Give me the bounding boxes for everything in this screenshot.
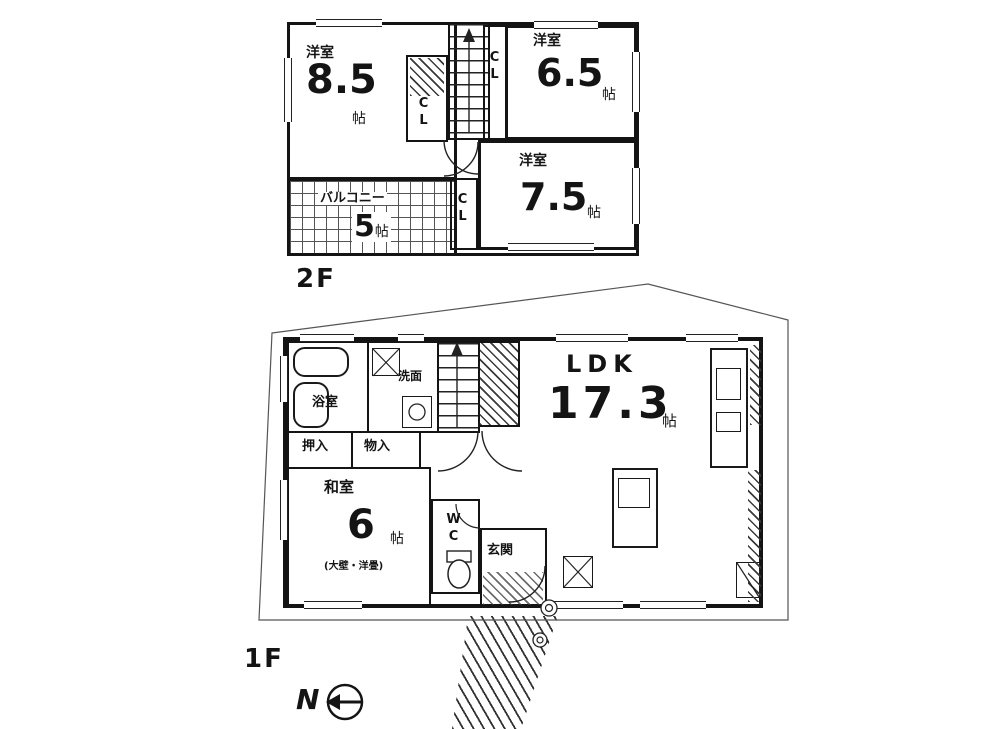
stairwell-hatch-2f: [410, 58, 444, 96]
room-size: 6.5: [536, 51, 604, 95]
closet-label: CL: [455, 192, 470, 226]
balcony-size-unit: 帖: [374, 224, 389, 240]
compass-arrow-head: [326, 694, 340, 710]
sliding-door: [640, 601, 706, 609]
stairs-1f: [437, 341, 480, 433]
balcony-size: 5帖: [352, 212, 391, 242]
stairwell-hatch-1f: [478, 341, 520, 427]
kitchen-counter: [710, 348, 748, 468]
japanese-room-unit: 帖: [390, 531, 404, 547]
japanese-room-name: 和室: [324, 478, 355, 496]
wall-hatch-strip: [748, 470, 761, 602]
storage-label: 物入: [364, 439, 391, 454]
oshiire-label: 押入: [302, 439, 329, 454]
window: [280, 480, 288, 540]
lavatory-label: 洗面: [398, 369, 423, 383]
window: [304, 601, 362, 609]
approach-road-hatch: [452, 616, 558, 729]
floor1-label: 1F: [244, 644, 284, 674]
room-name: 洋室: [306, 45, 334, 61]
window: [534, 21, 598, 29]
window: [316, 19, 382, 27]
closet-label: CL: [487, 50, 502, 84]
window: [280, 356, 288, 402]
room-unit: 帖: [352, 111, 366, 127]
entrance-tile-hatch: [483, 572, 543, 605]
sliding-door: [553, 601, 623, 609]
wc-label: WC: [446, 512, 461, 546]
room-name: 洋室: [519, 153, 547, 169]
bathtub: [293, 347, 349, 377]
north-label: N: [296, 683, 320, 716]
window: [632, 52, 640, 112]
room-unit: 帖: [587, 205, 601, 221]
island-sink: [618, 478, 650, 508]
ldk-unit: 帖: [662, 412, 678, 430]
vanity-sink: [402, 396, 432, 428]
window: [284, 58, 292, 122]
closet-2f-c: [450, 178, 478, 250]
refrigerator-box: [563, 556, 593, 588]
kitchen-stove: [716, 412, 741, 432]
kitchen-sink: [716, 368, 741, 400]
ldk-name: LDK: [566, 350, 638, 378]
balcony-size-number: 5: [354, 209, 375, 244]
window: [556, 334, 628, 342]
room-size: 8.5: [306, 57, 377, 103]
wall-hatch-strip: [750, 345, 761, 425]
balcony-name: バルコニー: [318, 191, 387, 206]
window: [632, 168, 640, 224]
entrance-label: 玄関: [487, 543, 514, 558]
compass-circle: [326, 683, 364, 721]
window: [300, 334, 354, 342]
closet-label: CL: [416, 96, 431, 130]
window: [686, 334, 738, 342]
room-size: 7.5: [520, 175, 588, 219]
window: [508, 243, 594, 251]
japanese-room-note: (大壁・洋畳): [324, 561, 384, 572]
japanese-room-size: 6: [347, 502, 375, 548]
room-unit: 帖: [602, 87, 616, 103]
floor2-label: 2F: [296, 264, 336, 294]
window: [398, 334, 424, 342]
closet-2f-a: [406, 55, 448, 142]
room-name: 洋室: [533, 33, 561, 49]
washing-machine: [372, 348, 400, 376]
ldk-size: 17.3: [548, 378, 673, 429]
bathroom-label: 浴室: [312, 395, 339, 410]
